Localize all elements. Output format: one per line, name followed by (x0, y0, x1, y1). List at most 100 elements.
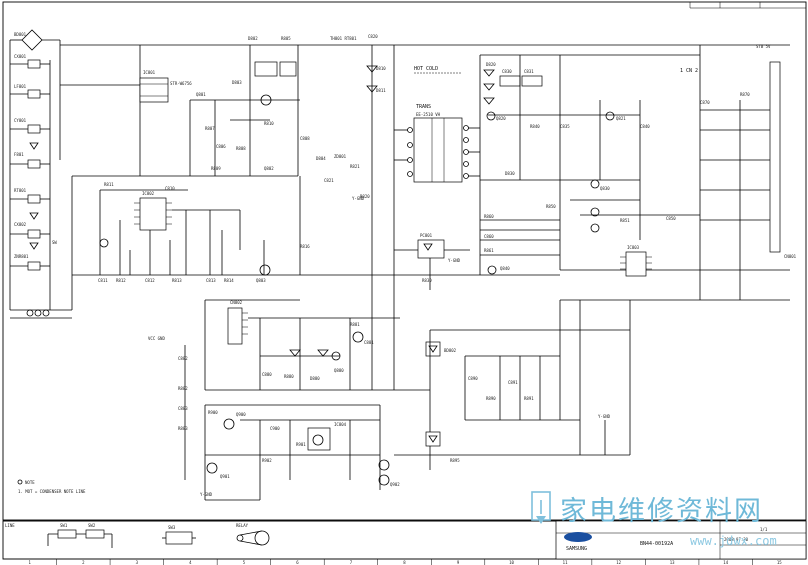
svg-text:D803: D803 (232, 80, 242, 85)
svg-text:R895: R895 (450, 458, 460, 463)
svg-text:Q901: Q901 (220, 474, 230, 479)
svg-text:R821: R821 (350, 164, 360, 169)
sheet-number: 1/1 (760, 527, 768, 532)
svg-text:BD802: BD802 (444, 348, 457, 353)
svg-text:R830: R830 (422, 278, 432, 283)
svg-text:R820: R820 (360, 194, 370, 199)
model-number: BN44-00192A (640, 541, 673, 547)
svg-text:Q821: Q821 (616, 116, 626, 121)
title-block: SAMSUNG BN44-00192A 1/1 2008.07.30 (555, 520, 807, 560)
svg-text:STR-W6756: STR-W6756 (170, 81, 192, 86)
svg-text:C810: C810 (165, 186, 175, 191)
svg-text:C830: C830 (502, 69, 512, 74)
svg-text:C812: C812 (145, 278, 155, 283)
bottom-part-4: RELAY (236, 523, 249, 528)
svg-text:IC802: IC802 (142, 191, 155, 196)
svg-text:LF801: LF801 (14, 84, 27, 89)
svg-text:R881: R881 (350, 322, 360, 327)
svg-text:D830: D830 (505, 171, 515, 176)
svg-text:R805: R805 (281, 36, 291, 41)
svg-text:C808: C808 (300, 136, 310, 141)
svg-text:R860: R860 (484, 214, 494, 219)
mains-input-section: BD801 CX801 LF801 CY801 F801 RT801 CX802… (9, 29, 140, 319)
svg-text:Q820: Q820 (496, 116, 506, 121)
svg-text:C813: C813 (206, 278, 216, 283)
watermark-text: 家电维修资料网 (560, 496, 763, 527)
svg-text:D880: D880 (310, 376, 320, 381)
grid-column-label: 13 (670, 560, 675, 565)
svg-text:IC804: IC804 (334, 422, 347, 427)
svg-text:C820: C820 (368, 34, 378, 39)
svg-text:C831: C831 (524, 69, 534, 74)
svg-text:C883: C883 (178, 406, 188, 411)
grid-column-label: 11 (563, 560, 568, 565)
svg-text:C890: C890 (468, 376, 478, 381)
svg-text:R890: R890 (486, 396, 496, 401)
svg-text:CY801: CY801 (14, 118, 27, 123)
svg-text:R861: R861 (484, 248, 494, 253)
svg-text:R883: R883 (178, 426, 188, 431)
svg-text:R807: R807 (205, 126, 215, 131)
svg-text:R816: R816 (300, 244, 310, 249)
svg-text:CN802: CN802 (230, 300, 243, 305)
secondary-rectifiers: D820 C830 C831 Q820 R840 C835 Q821 C840 … (479, 54, 700, 275)
watermark: 家电维修资料网 www.jdwx.com (531, 491, 777, 548)
note-body: 1. MOT = CONDENSER NOTE LINE (18, 489, 86, 494)
grid-column-label: 15 (777, 560, 782, 565)
svg-text:R880: R880 (284, 374, 294, 379)
grid-column-label: 10 (509, 560, 514, 565)
svg-text:R810: R810 (264, 121, 274, 126)
svg-text:R891: R891 (524, 396, 534, 401)
svg-text:D820: D820 (486, 62, 496, 67)
svg-text:Q803: Q803 (256, 278, 266, 283)
svg-text:F801: F801 (14, 152, 24, 157)
svg-text:C870: C870 (700, 100, 710, 105)
lower-regulator: BD802 C890 R890 C891 R891 R895 Y-GND (394, 300, 631, 470)
svg-text:R851: R851 (620, 218, 630, 223)
svg-text:IC801: IC801 (143, 70, 156, 75)
svg-text:R813: R813 (172, 278, 182, 283)
svg-text:CX802: CX802 (14, 222, 27, 227)
svg-text:C900: C900 (270, 426, 280, 431)
grid-column-label: 1 (29, 560, 32, 565)
grid-column-label: 7 (350, 560, 353, 565)
primary-bus: IC801 STR-W6756 D802 R805 TH801 RT801 C8… (60, 34, 790, 177)
svg-text:C835: C835 (560, 124, 570, 129)
svg-text:C881: C881 (364, 340, 374, 345)
svg-text:R808: R808 (236, 146, 246, 151)
bottom-part-2: SW2 (88, 523, 96, 528)
svg-text:R882: R882 (178, 386, 188, 391)
svg-text:C860: C860 (484, 234, 494, 239)
bottom-part-1: SW1 (60, 523, 68, 528)
svg-text:C882: C882 (178, 356, 188, 361)
svg-text:R811: R811 (104, 182, 114, 187)
company-name: SAMSUNG (566, 546, 587, 552)
svg-text:BD801: BD801 (14, 32, 27, 37)
drawing-date: 2008.07.30 (724, 537, 749, 542)
svg-text:Q840: Q840 (500, 266, 510, 271)
bottom-part-3: SW3 (168, 525, 176, 530)
svg-text:C850: C850 (666, 216, 676, 221)
svg-text:C891: C891 (508, 380, 518, 385)
lower-left-circuit: R900 Q900 C900 R901 IC804 R902 Q901 Y-GN… (200, 404, 400, 501)
svg-text:CN801: CN801 (784, 254, 797, 259)
transformer-label: TRANS (416, 104, 431, 110)
svg-text:D804: D804 (316, 156, 326, 161)
svg-text:R840: R840 (530, 124, 540, 129)
svg-text:Q880: Q880 (334, 368, 344, 373)
svg-text:Q900: Q900 (236, 412, 246, 417)
svg-text:Y-GND: Y-GND (448, 258, 461, 263)
grid-column-label: 4 (189, 560, 192, 565)
svg-text:C821: C821 (324, 178, 334, 183)
grid-column-label: 3 (136, 560, 139, 565)
grid-column-label: 5 (243, 560, 246, 565)
grid-column-label: 6 (296, 560, 299, 565)
secondary-ic: IC803 (620, 245, 652, 277)
svg-text:Q902: Q902 (390, 482, 400, 487)
svg-text:R814: R814 (224, 278, 234, 283)
svg-text:D802: D802 (248, 36, 258, 41)
stb-output-label: STB 5V (756, 44, 771, 49)
svg-text:R812: R812 (116, 278, 126, 283)
svg-text:PC801: PC801 (420, 233, 433, 238)
grid-column-label: 2 (82, 560, 85, 565)
